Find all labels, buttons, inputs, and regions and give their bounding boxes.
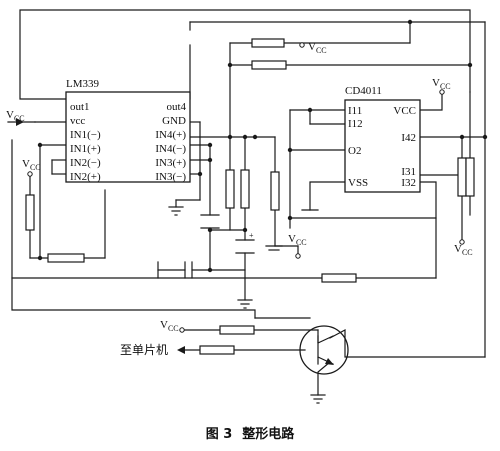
vcc-terminal-icon — [295, 253, 301, 259]
lm339-pin: out1 — [70, 101, 90, 113]
junction-dots — [37, 19, 488, 273]
ground-icon — [168, 199, 184, 216]
vcc-terminal-icon — [299, 42, 305, 48]
capacitor-polarity-mark: + — [249, 231, 254, 240]
lm339-pin: IN1(+) — [70, 143, 101, 155]
resistor-bottom — [321, 273, 357, 283]
capacitors: + — [184, 214, 255, 279]
lm339-title: LM339 — [66, 78, 100, 90]
vcc-labels: VCC VCC VCC VCC VCC VCC VCC — [6, 41, 473, 333]
cd4011-pin: I31 — [401, 166, 416, 178]
lm339-pin: IN2(+) — [70, 171, 101, 183]
terminals — [7, 42, 465, 354]
cd4011-pin: I11 — [348, 105, 362, 117]
cd4011-pin: VCC — [393, 105, 416, 117]
ground-icon — [237, 299, 253, 309]
lm339-pin: GND — [162, 115, 186, 127]
cd4011-pin: I42 — [401, 132, 416, 144]
cd4011-body — [344, 99, 421, 193]
vcc-label: VCC — [160, 319, 179, 333]
vcc-terminal-icon — [439, 89, 445, 95]
lm339-pin: IN3(+) — [155, 157, 186, 169]
resistor-bus-2 — [240, 169, 250, 209]
lm339-pin: IN1(−) — [70, 129, 101, 141]
vcc-terminal-icon — [27, 171, 33, 177]
lm339-pin: IN2(−) — [70, 157, 101, 169]
vcc-label: VCC — [6, 109, 25, 123]
figure-caption: 图 3 整形电路 — [206, 426, 296, 442]
resistor-bus-1 — [225, 169, 235, 209]
cd4011-pin: I12 — [348, 118, 363, 130]
cd4011-chip: CD4011 I11 I12 O2 VSS VCC I42 I31 I32 — [344, 85, 421, 193]
resistor-left-vertical — [25, 194, 35, 231]
resistor-right-1 — [457, 157, 467, 197]
lm339-pin: vcc — [70, 115, 85, 127]
resistor-top-1 — [251, 38, 285, 48]
figure-number: 图 3 — [206, 427, 233, 442]
vcc-terminal-icon — [179, 327, 185, 333]
resistor-bus-3 — [270, 171, 280, 211]
cd4011-pin: I32 — [401, 177, 416, 189]
vcc-label: VCC — [454, 243, 473, 257]
vcc-label: VCC — [22, 158, 41, 172]
ground-symbols — [157, 199, 326, 404]
resistor-base-2 — [199, 345, 235, 355]
lm339-pin: IN4(−) — [155, 143, 186, 155]
ground-icon — [310, 394, 326, 404]
lm339-pin: out4 — [166, 101, 186, 113]
vcc-label: VCC — [308, 41, 327, 55]
lm339-body — [65, 91, 191, 183]
vcc-label: VCC — [432, 77, 451, 91]
cd4011-pin: O2 — [348, 145, 361, 157]
arrow-left-icon — [177, 346, 185, 354]
ground-icon — [265, 245, 283, 251]
vcc-terminal-icon — [459, 239, 465, 245]
resistor-base-1 — [219, 325, 255, 335]
wires — [11, 9, 486, 396]
npn-transistor-icon — [299, 325, 349, 375]
resistor-top-2 — [251, 60, 287, 70]
lm339-pin: IN4(+) — [155, 129, 186, 141]
mcu-label: 至单片机 — [120, 343, 168, 357]
figure-title: 整形电路 — [241, 426, 295, 442]
lm339-chip: LM339 out1 vcc IN1(−) IN1(+) IN2(−) IN2(… — [65, 78, 191, 183]
resistor-right-2 — [465, 157, 475, 197]
cd4011-pin: VSS — [348, 177, 368, 189]
vcc-label: VCC — [288, 233, 307, 247]
cd4011-title: CD4011 — [345, 85, 382, 97]
resistors — [25, 38, 475, 355]
resistor-left-horizontal — [47, 253, 85, 263]
lm339-pin: IN3(−) — [155, 171, 186, 183]
